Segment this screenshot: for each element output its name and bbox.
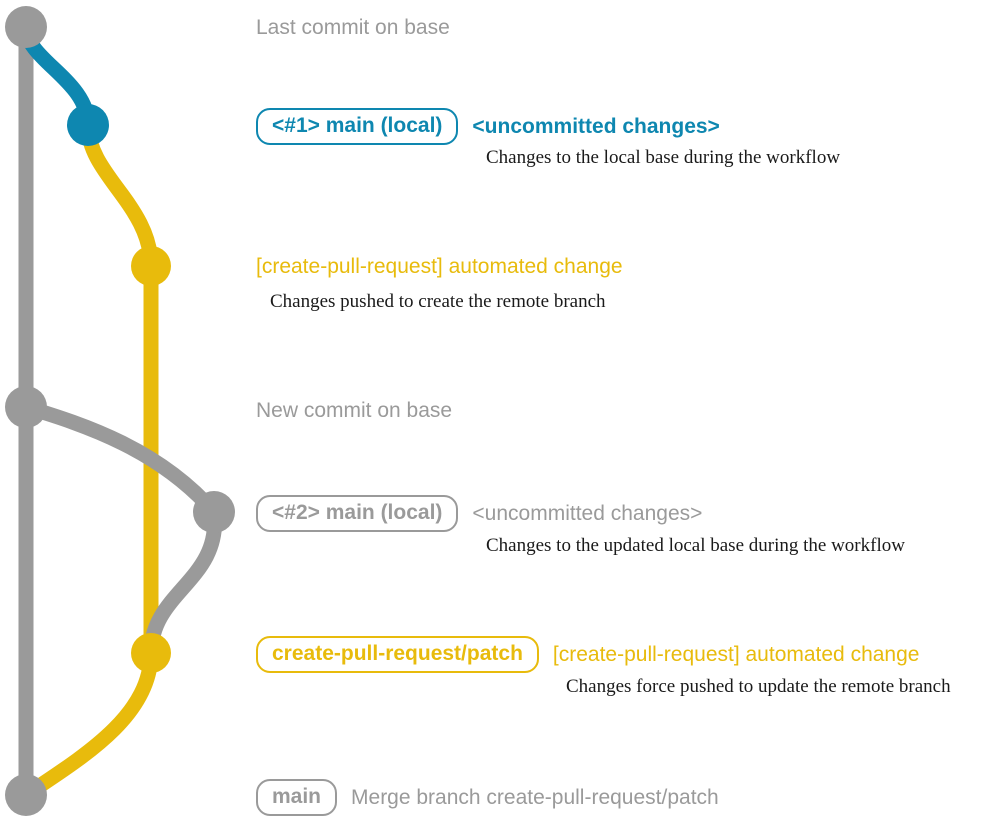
- branch-pill-main[interactable]: main: [256, 779, 338, 816]
- commit-message-patch-1: [create-pull-request] automated change: [256, 255, 623, 278]
- edge-patch-2-to-merge: [18, 645, 159, 803]
- commit-message-local-main-1: <uncommitted changes>: [472, 115, 720, 138]
- node-local-main-2[interactable]: [193, 491, 235, 533]
- subtext-patch-1: Changes pushed to create the remote bran…: [270, 291, 606, 312]
- subtext-local-main-2: Changes to the updated local base during…: [486, 535, 905, 556]
- row-new-commit-on-base-message: New commit on base: [256, 399, 453, 422]
- edge-local-2-to-patch-2: [143, 504, 223, 661]
- row-local-main-1: <#1> main (local) <uncommitted changes>: [256, 108, 720, 145]
- node-local-main-1[interactable]: [67, 104, 109, 146]
- node-patch-2[interactable]: [131, 633, 171, 673]
- row-create-pull-request-patch: create-pull-request/patch [create-pull-r…: [256, 636, 919, 673]
- row-merge-branch: main Merge branch create-pull-request/pa…: [256, 779, 719, 816]
- commit-message-local-main-2: <uncommitted changes>: [472, 502, 703, 525]
- node-merge[interactable]: [5, 774, 47, 816]
- branch-pill-local-main-1[interactable]: <#1> main (local): [256, 108, 459, 145]
- node-base-head[interactable]: [5, 6, 47, 48]
- branch-pill-local-main-2[interactable]: <#2> main (local): [256, 495, 459, 532]
- branch-pill-create-pull-request-patch[interactable]: create-pull-request/patch: [256, 636, 539, 673]
- subtext-patch-2: Changes force pushed to update the remot…: [566, 676, 951, 697]
- commit-message-merge: Merge branch create-pull-request/patch: [351, 786, 719, 809]
- node-patch-1[interactable]: [131, 246, 171, 286]
- commit-message-patch-2: [create-pull-request] automated change: [552, 643, 920, 666]
- node-base-new[interactable]: [5, 386, 47, 428]
- edge-local-1-to-patch-1: [80, 117, 159, 274]
- subtext-local-main-1: Changes to the local base during the wor…: [486, 147, 841, 168]
- row-last-commit-on-base-message: Last commit on base: [256, 16, 450, 39]
- row-local-main-2: <#2> main (local) <uncommitted changes>: [256, 495, 702, 532]
- edge-base-new-to-local-2: [18, 399, 222, 520]
